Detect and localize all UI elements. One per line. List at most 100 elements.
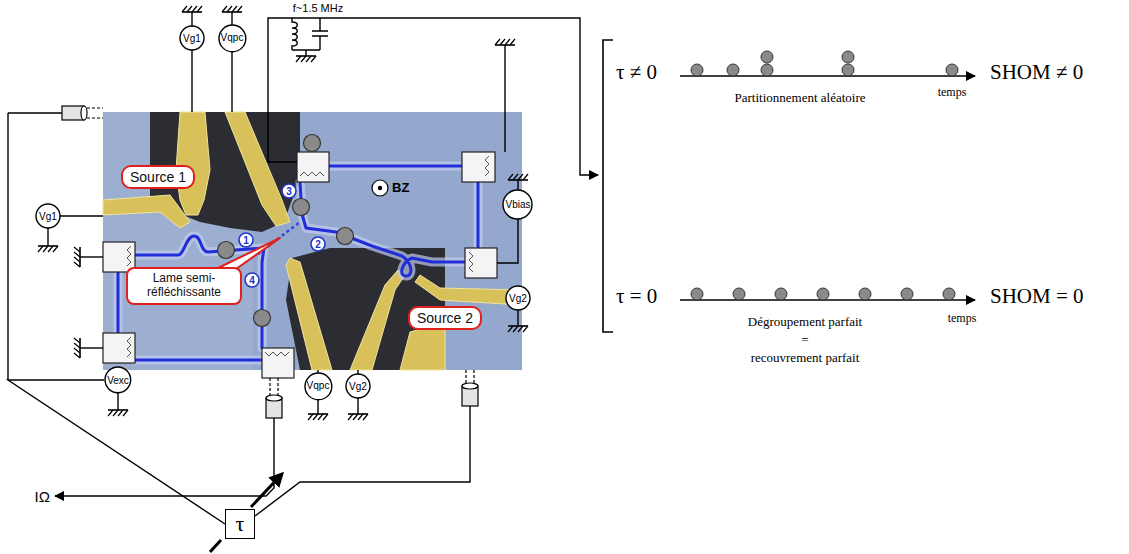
electron — [946, 64, 958, 76]
node-text: τ — [236, 511, 245, 537]
ground-symbol — [108, 410, 128, 416]
edge-channel — [135, 356, 262, 365]
ohmic-contact — [103, 152, 497, 378]
delay-box: τ — [225, 509, 255, 539]
source-circle — [219, 25, 246, 52]
ohmic-contact — [465, 248, 497, 278]
edge-channel — [330, 162, 462, 171]
edge-channel — [118, 166, 478, 360]
source-circle — [506, 286, 530, 310]
wire-connector — [8, 380, 225, 524]
source-circle — [180, 26, 204, 50]
signal-name: IΩ — [35, 488, 50, 505]
source-circle — [305, 373, 332, 400]
node-text: 2 — [315, 239, 321, 250]
field-symbol — [372, 180, 388, 196]
label-text: τ ≠ 0 — [616, 60, 657, 84]
node-text: Source 1 — [130, 169, 186, 185]
callout-number: 3 — [281, 183, 297, 199]
callout-number: 4 — [244, 272, 260, 288]
ground-symbol — [74, 338, 80, 358]
gate-electrode — [225, 112, 290, 226]
node-text: Vexc — [107, 375, 129, 386]
node-text: Vg1 — [39, 211, 57, 222]
condition-label: τ = 0 — [616, 284, 657, 309]
wire — [268, 18, 598, 175]
ohmic-contact — [469, 252, 473, 272]
label-text: temps — [948, 311, 977, 325]
ground-symbol — [182, 6, 202, 12]
callout-box: Lame semi- réfléchissante — [126, 267, 242, 305]
result-label: SHOM = 0 — [990, 284, 1084, 309]
frequency-label: f~1.5 MHz — [293, 2, 343, 14]
caption-text: Dégroupement parfait — [748, 314, 862, 330]
caption-text: Partitionnement aléatoire — [734, 90, 865, 106]
coax-cable — [266, 395, 282, 401]
ohmic-contact — [127, 337, 131, 357]
electron — [775, 288, 787, 300]
ground-symbol — [508, 326, 528, 332]
wire — [80, 347, 103, 348]
electron — [859, 288, 871, 300]
edge-channel — [135, 236, 264, 348]
lc-circuit — [312, 18, 328, 50]
voltage-source: Vg1 — [179, 25, 205, 51]
axis-label: temps — [938, 85, 967, 100]
edge-channel — [135, 236, 264, 348]
callout-number: 2 — [310, 236, 326, 252]
electron — [943, 288, 955, 300]
voltage-source: Vexc — [104, 366, 132, 394]
voltage-source: Vg1 — [35, 203, 61, 229]
ohmic-contact — [462, 152, 495, 182]
voltage-source: Vg2 — [505, 285, 531, 311]
label-text: SHOM = 0 — [990, 284, 1084, 308]
node-text: Lame semi- réfléchissante — [134, 272, 234, 300]
label-text: recouvrement parfait — [751, 350, 860, 365]
number-circle — [282, 184, 296, 198]
voltage-source: Vg2 — [345, 373, 371, 399]
wire — [80, 256, 103, 257]
number-circle — [239, 233, 253, 247]
label-text: IΩ — [35, 488, 50, 505]
ground-symbol — [508, 174, 528, 180]
edge-channel — [114, 272, 123, 333]
label-text: temps — [938, 85, 967, 99]
lc-circuit — [292, 18, 297, 50]
wire — [8, 112, 62, 113]
edge-channel — [117, 272, 120, 333]
axis-label: temps — [948, 311, 977, 326]
label-text: = — [801, 332, 808, 347]
coax-cable — [87, 107, 103, 108]
node-text: Source 2 — [417, 310, 473, 326]
edge-channel — [330, 165, 462, 168]
edge-channel — [135, 359, 262, 362]
ground-symbol — [74, 247, 80, 267]
bracket — [603, 40, 613, 332]
electron — [901, 288, 913, 300]
edge-channel — [118, 166, 478, 360]
electron — [254, 310, 271, 327]
coax-cable — [462, 383, 478, 389]
ground-symbol — [348, 414, 368, 420]
node-text: Vbias — [505, 199, 530, 210]
ohmic-contact — [485, 156, 489, 176]
number-circle — [311, 237, 325, 251]
source-label-box: Source 2 — [408, 306, 482, 330]
source-label-box: Source 1 — [121, 165, 195, 189]
wire — [7, 113, 8, 380]
edge-channel — [474, 182, 483, 248]
gate-electrode — [103, 112, 522, 370]
voltage-source: Vbias — [502, 189, 533, 220]
electron — [761, 64, 773, 76]
electron — [691, 51, 958, 300]
ground-symbol — [222, 6, 242, 12]
wire — [255, 406, 470, 516]
lc-circuit — [292, 18, 328, 56]
field-symbol — [378, 186, 382, 190]
gate-electrode — [350, 270, 405, 370]
ground-symbol — [495, 39, 515, 45]
edge-channel — [477, 182, 480, 248]
ohmic-contact — [297, 152, 329, 182]
ohmic-contact — [265, 352, 289, 356]
